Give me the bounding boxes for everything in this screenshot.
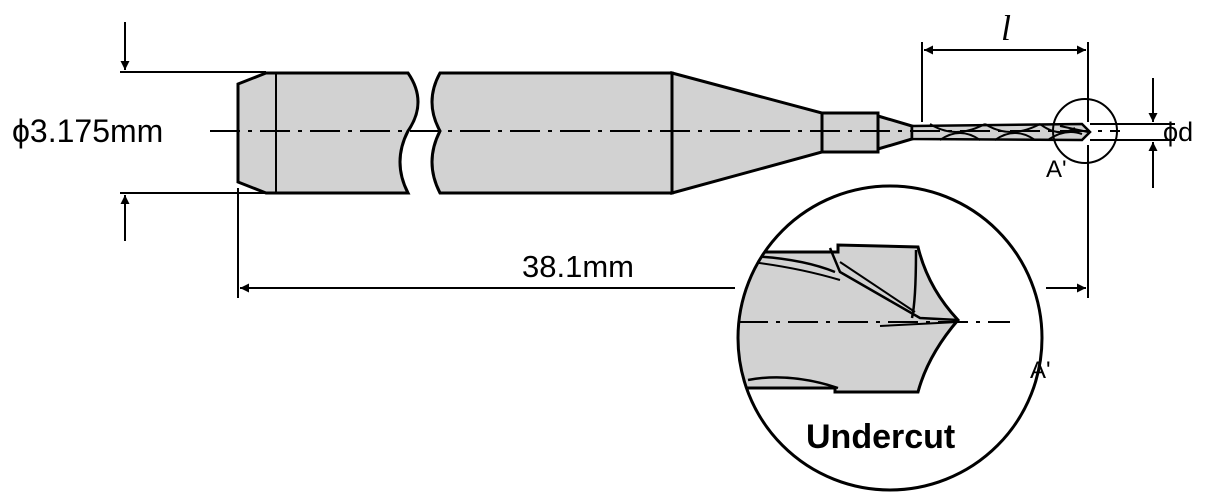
undercut-caption: Undercut <box>806 418 955 456</box>
taper <box>670 71 824 195</box>
tip-diameter-label: ϕd <box>1163 117 1193 147</box>
overall-length-dimension: 38.1mm <box>237 145 1089 298</box>
flute-length-label: l <box>1001 8 1011 48</box>
neck-collar <box>820 111 880 154</box>
undercut-detail: A' Undercut <box>736 184 1051 492</box>
detail-ref-zoom-label: A' <box>1030 357 1051 384</box>
neck <box>670 71 914 195</box>
detail-ref-label: A' <box>1046 156 1067 183</box>
shank-body-right <box>430 71 674 195</box>
shank-body-left <box>236 71 420 195</box>
shank-diameter-dimension: ϕ3.175mm <box>12 22 266 241</box>
shank <box>236 71 674 195</box>
flute-length-dimension: l <box>921 8 1089 122</box>
tip-diameter-text: ϕd <box>1163 117 1193 147</box>
shank-diameter-label: ϕ3.175mm <box>12 113 163 149</box>
tip-diameter-dimension: ϕd <box>1090 78 1193 188</box>
detail-circle-a <box>1052 98 1118 164</box>
zoom-circle <box>736 184 1044 492</box>
neck-taper-small <box>876 113 914 152</box>
overall-length-label: 38.1mm <box>522 249 634 284</box>
